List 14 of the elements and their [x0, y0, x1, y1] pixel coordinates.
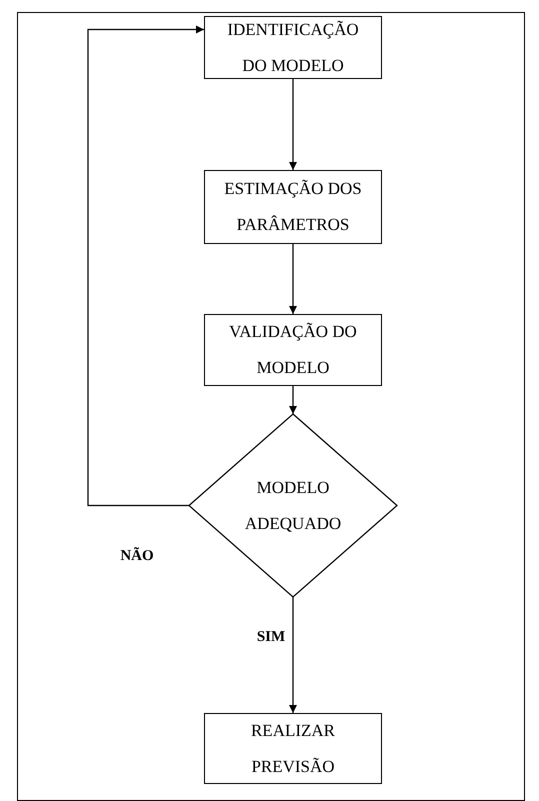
node-label: ESTIMAÇÃO DOS PARÂMETROS — [223, 178, 363, 236]
process-box — [204, 16, 382, 79]
arrow — [289, 597, 297, 713]
node-label: VALIDAÇÃO DO MODELO — [228, 321, 358, 379]
node-label: MODELO ADEQUADO — [244, 476, 342, 534]
process-box — [204, 170, 382, 244]
node-label: IDENTIFICAÇÃO DO MODELO — [226, 18, 360, 76]
process-box — [204, 713, 382, 784]
arrow — [289, 386, 297, 414]
arrow — [87, 26, 204, 506]
arrow — [289, 79, 297, 170]
process-box — [204, 314, 382, 386]
arrow — [289, 244, 297, 314]
node-label: REALIZAR PREVISÃO — [250, 720, 336, 778]
